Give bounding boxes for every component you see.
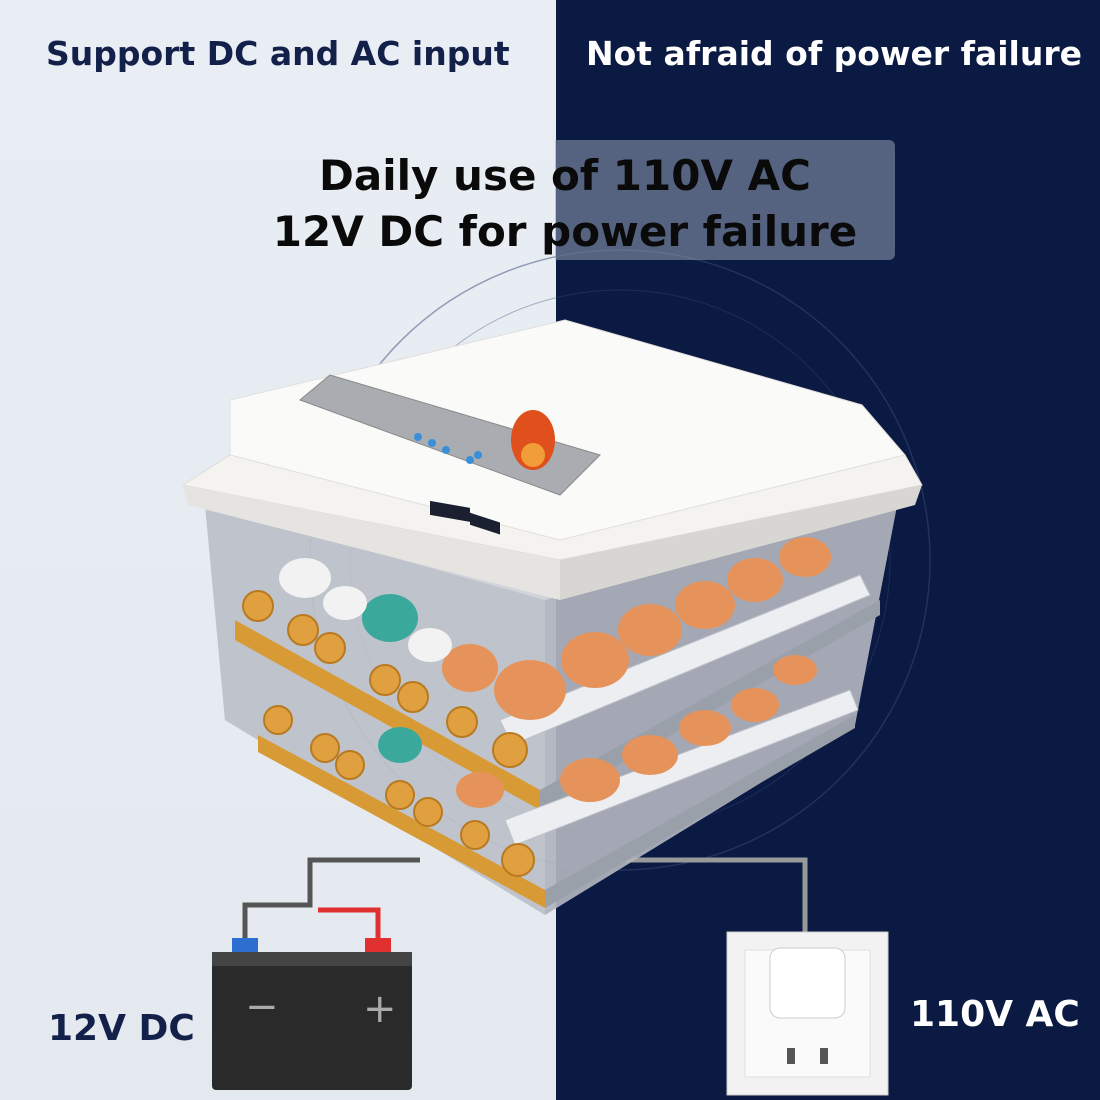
banner-line-1: Daily use of 110V AC bbox=[319, 151, 811, 200]
turning-gears bbox=[242, 590, 535, 877]
battery: − + bbox=[212, 938, 412, 1090]
eggs bbox=[442, 537, 831, 808]
banner-line-2: 12V DC for power failure bbox=[272, 207, 858, 256]
dc-wire bbox=[242, 857, 420, 945]
temperature-display bbox=[430, 500, 470, 522]
ac-label: 110V AC bbox=[910, 994, 1080, 1035]
incubator-lid bbox=[181, 319, 923, 600]
ac-wire bbox=[620, 857, 808, 945]
center-banner: Daily use of 110V AC 12V DC for power fa… bbox=[250, 148, 880, 260]
humidity-display bbox=[470, 512, 500, 535]
center-banner-box bbox=[555, 140, 895, 260]
incubator-body bbox=[205, 490, 900, 915]
headline-left: Support DC and AC input bbox=[46, 34, 510, 73]
tray-gear-rail bbox=[258, 735, 545, 908]
battery-minus-icon: − bbox=[245, 984, 279, 1030]
wall-outlet bbox=[726, 931, 889, 1096]
dc-label: 12V DC bbox=[48, 1008, 195, 1049]
battery-plus-icon: + bbox=[363, 986, 397, 1032]
headline-right: Not afraid of power failure bbox=[586, 34, 1082, 73]
power-plug bbox=[769, 947, 846, 1019]
control-panel bbox=[299, 374, 601, 535]
tray-gear-rail bbox=[235, 620, 540, 810]
